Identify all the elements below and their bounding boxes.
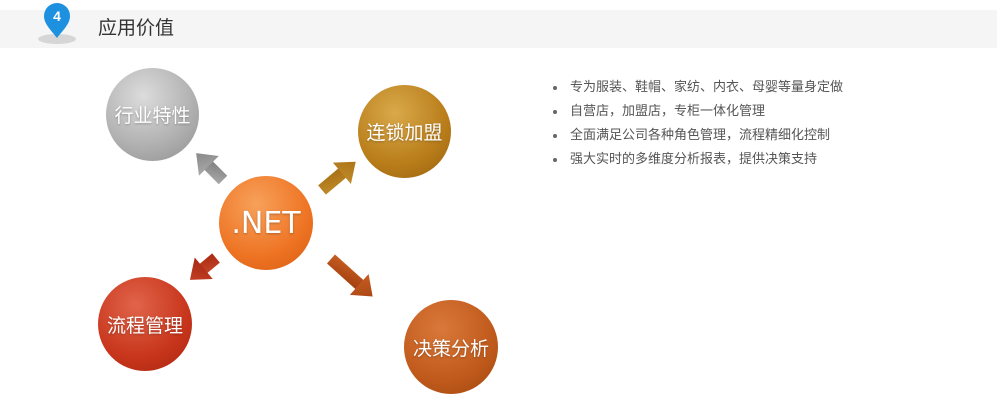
bullet-dot-icon	[553, 110, 557, 114]
node-industry-features: 行业特性	[106, 68, 199, 161]
bullet-text: 自营店，加盟店，专柜一体化管理	[570, 104, 766, 119]
bullet-text: 全面满足公司各种角色管理，流程精细化控制	[570, 128, 831, 143]
arrow-to-flow	[189, 253, 220, 280]
arrow-to-decision	[326, 254, 373, 297]
location-pin-icon: 4	[38, 3, 76, 44]
bullet-item: 专为服装、鞋帽、家纺、内衣、母婴等量身定做	[553, 76, 843, 100]
bullet-text: 强大实时的多维度分析报表，提供决策支持	[570, 152, 818, 167]
node-process-management: 流程管理	[98, 277, 192, 371]
node-decision-analysis: 决策分析	[404, 300, 498, 394]
bullet-dot-icon	[553, 134, 557, 138]
bullet-item: 强大实时的多维度分析报表，提供决策支持	[553, 148, 843, 172]
diagram-arrows	[189, 153, 373, 297]
value-diagram: 行业特性 连锁加盟 .NET 流程管理 决策分析	[98, 68, 498, 394]
arrow-to-chain	[318, 161, 356, 195]
node-chain-franchise: 连锁加盟	[358, 85, 451, 178]
section-header-bar	[0, 10, 997, 48]
bullet-dot-icon	[553, 86, 557, 90]
bullet-item: 全面满足公司各种角色管理，流程精细化控制	[553, 124, 843, 148]
section-title: 应用价值	[98, 17, 175, 39]
section-number: 4	[53, 8, 61, 24]
bullet-text: 专为服装、鞋帽、家纺、内衣、母婴等量身定做	[570, 80, 844, 95]
value-bullet-list: 专为服装、鞋帽、家纺、内衣、母婴等量身定做 自营店，加盟店，专柜一体化管理 全面…	[553, 76, 843, 172]
bullet-dot-icon	[553, 158, 557, 162]
node-dotnet-center: .NET	[219, 176, 313, 270]
arrow-to-industry	[196, 153, 228, 185]
bullet-item: 自营店，加盟店，专柜一体化管理	[553, 100, 843, 124]
